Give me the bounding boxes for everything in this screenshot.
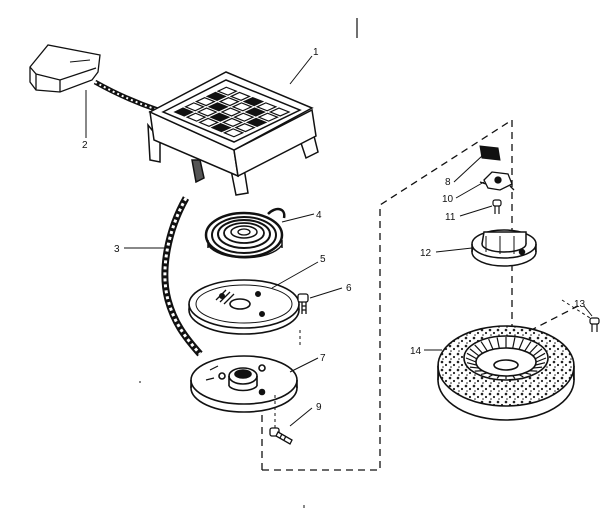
- rope-pulley: [189, 280, 299, 334]
- part-label-1: 1: [313, 47, 319, 58]
- screw-13: [590, 318, 599, 332]
- spring-clip: [480, 146, 500, 160]
- part-label-8: 8: [445, 177, 451, 188]
- part-label-7: 7: [320, 353, 326, 364]
- part-label-5: 5: [320, 254, 326, 265]
- starter-handle: [30, 45, 100, 92]
- starter-cup: [191, 356, 297, 412]
- flywheel-screen: [438, 326, 574, 420]
- screw-11: [493, 200, 501, 214]
- part-label-10: 10: [442, 194, 454, 205]
- ratchet-cup: [472, 230, 536, 266]
- part-label-12: 12: [420, 248, 432, 259]
- part-label-2: 2: [82, 140, 88, 151]
- part-label-6: 6: [346, 283, 352, 294]
- pawl: [480, 172, 514, 190]
- part-label-14: 14: [410, 346, 422, 357]
- part-label-9: 9: [316, 402, 322, 413]
- part-label-11: 11: [445, 212, 456, 223]
- screw-9: [270, 428, 292, 444]
- part-label-13: 13: [574, 299, 586, 310]
- part-label-3: 3: [114, 244, 120, 255]
- recoil-spring: [206, 209, 284, 257]
- part-label-4: 4: [316, 210, 322, 221]
